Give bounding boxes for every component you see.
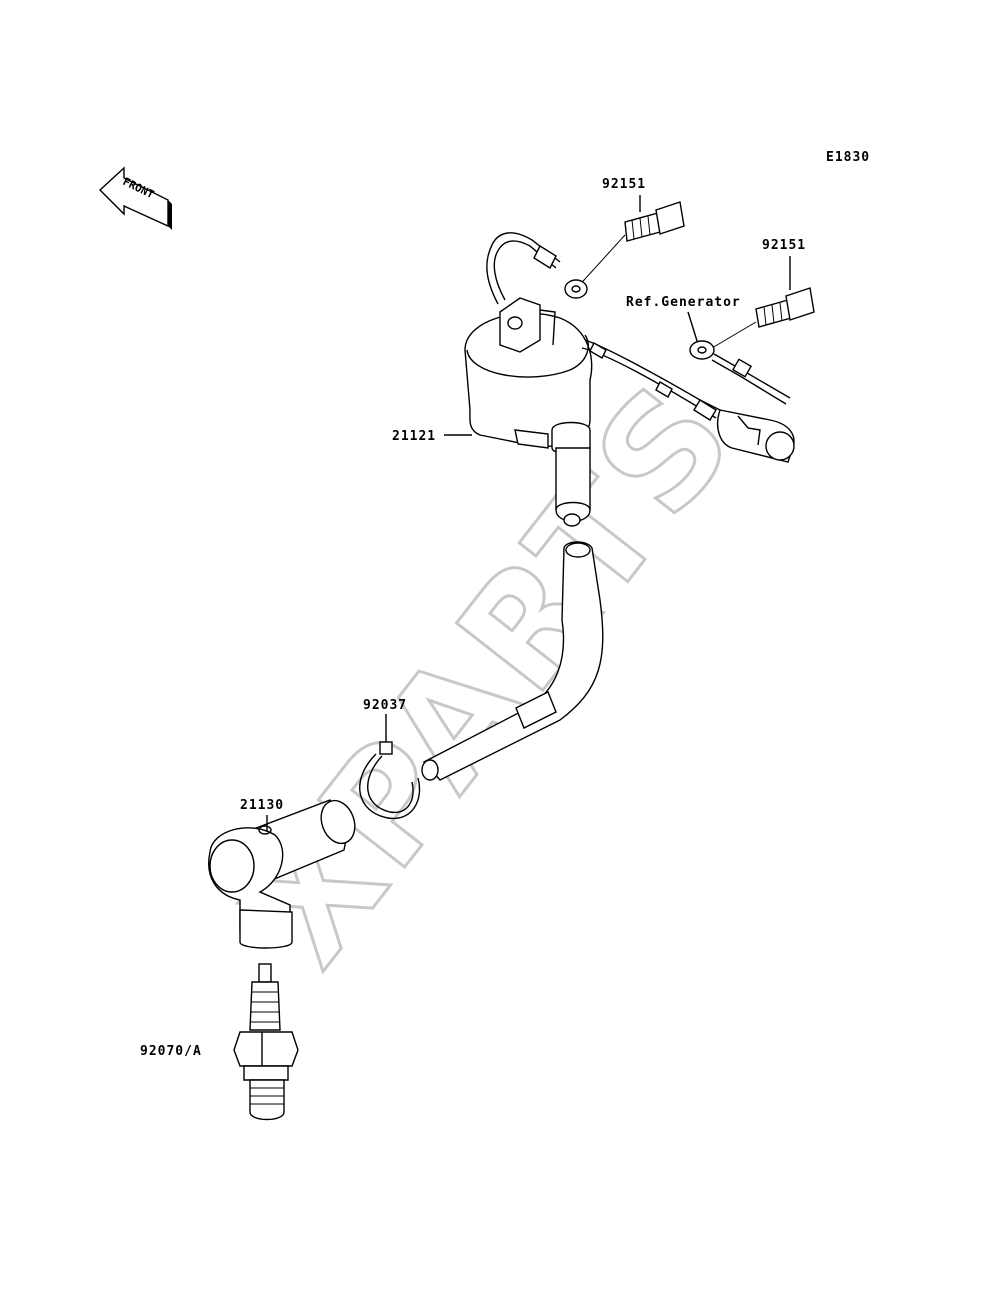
clamp <box>359 741 421 820</box>
label-ref-generator: Ref.Generator <box>626 295 741 310</box>
ht-lead <box>421 447 604 781</box>
label-bolt-top: 92151 <box>602 177 646 192</box>
connector-icon <box>716 409 795 463</box>
label-clamp: 92037 <box>363 698 407 713</box>
label-ignition-coil: 21121 <box>392 429 436 444</box>
plug-cap <box>208 799 356 949</box>
watermark: XPARTS <box>213 351 771 996</box>
ignition-coil <box>464 297 593 455</box>
bolt-right <box>711 256 815 349</box>
label-plug-cap: 21130 <box>240 798 284 813</box>
front-arrow-icon: FRONT <box>98 166 172 230</box>
label-bolt-right: 92151 <box>762 238 806 253</box>
spark-plug <box>233 963 299 1121</box>
diagram-code: E1830 <box>826 150 870 165</box>
bolt-top <box>574 195 685 291</box>
label-spark-plug: 92070/A <box>140 1044 202 1059</box>
